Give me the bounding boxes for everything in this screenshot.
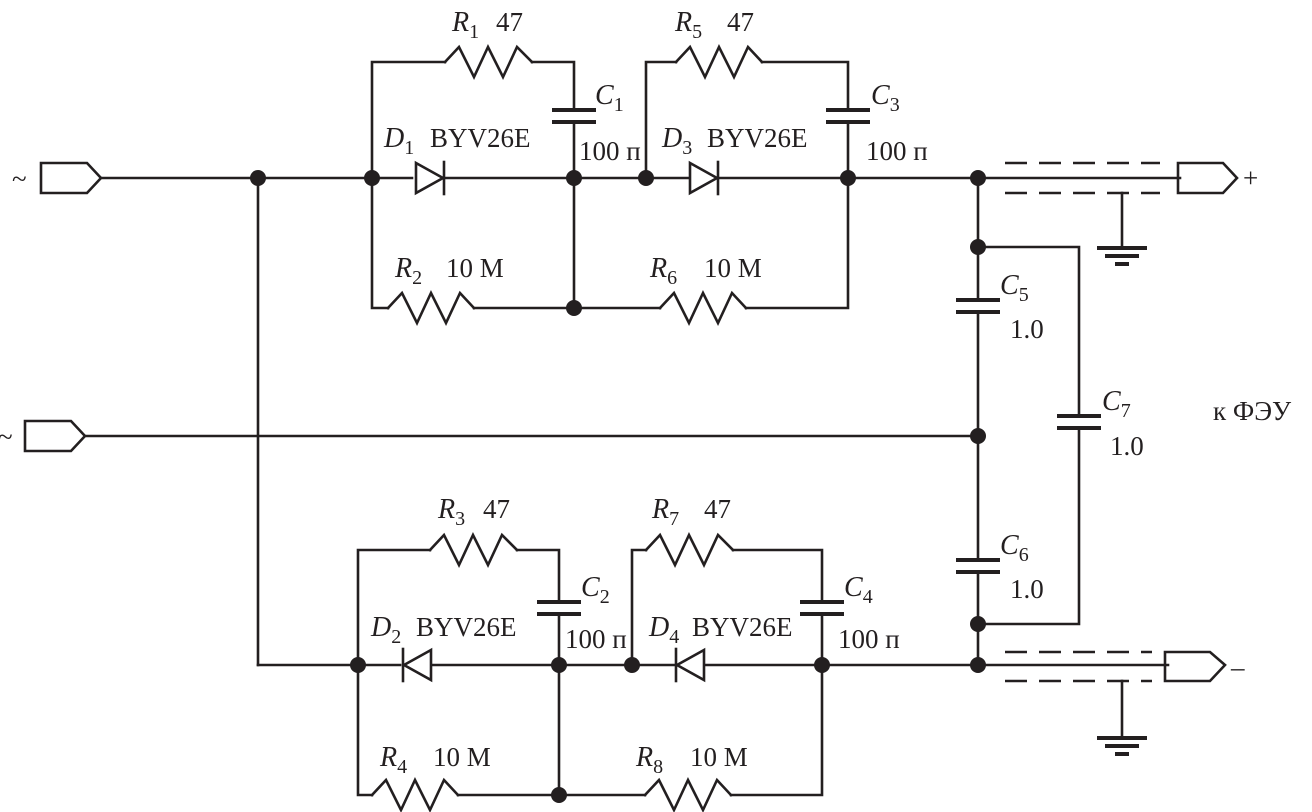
value-D4: BYV26E <box>692 612 793 642</box>
label-C5: C5 <box>1000 270 1029 306</box>
value-R6: 10 М <box>704 253 762 283</box>
label-C1: C1 <box>595 80 624 116</box>
input-connector-2: ~ <box>0 419 87 453</box>
output-cable-positive: + <box>1005 161 1258 266</box>
value-C4: 100 п <box>838 624 900 654</box>
label-D3: D3 <box>661 123 692 159</box>
label-C6: C6 <box>1000 530 1029 566</box>
junction-dots <box>250 170 986 803</box>
value-C3: 100 п <box>866 136 928 166</box>
value-R8: 10 М <box>690 742 748 772</box>
wires <box>83 60 1182 798</box>
ac-symbol-1: ~ <box>12 164 27 194</box>
resistor-R3-icon <box>428 532 519 568</box>
value-C5: 1.0 <box>1010 314 1044 344</box>
resistor-R4-icon <box>370 777 460 812</box>
label-D2: D2 <box>370 612 401 648</box>
resistor-R6-icon <box>658 290 748 326</box>
label-D4: D4 <box>648 612 679 648</box>
ground-icon <box>1097 191 1147 266</box>
connector-icon <box>1176 161 1239 195</box>
label-C7: C7 <box>1102 386 1131 422</box>
output-cable-negative: – <box>1005 650 1245 756</box>
label-R7: R7 <box>651 494 679 530</box>
capacitor-C6-icon <box>956 558 1000 574</box>
label-R3: R3 <box>437 494 465 530</box>
label-C4: C4 <box>844 572 873 608</box>
value-C7: 1.0 <box>1110 431 1144 461</box>
label-C3: C3 <box>871 80 900 116</box>
label-R8: R8 <box>635 742 663 778</box>
resistor-R2-icon <box>386 290 476 326</box>
input-connector-1: ~ <box>12 161 103 195</box>
capacitor-C2-icon <box>537 600 581 616</box>
label-R4: R4 <box>379 742 407 778</box>
label-D1: D1 <box>383 123 414 159</box>
label-R2: R2 <box>394 253 422 289</box>
value-R1: 47 <box>496 7 523 37</box>
capacitor-C7-icon <box>1057 414 1101 430</box>
value-C2: 100 п <box>565 624 627 654</box>
capacitor-C1-icon <box>552 108 596 124</box>
value-R2: 10 М <box>446 253 504 283</box>
diode-D3-icon <box>688 160 720 196</box>
value-D2: BYV26E <box>416 612 517 642</box>
connector-icon <box>39 161 103 195</box>
value-R7: 47 <box>704 494 731 524</box>
diode-D2-icon <box>401 647 433 683</box>
value-R3: 47 <box>483 494 510 524</box>
value-C6: 1.0 <box>1010 574 1044 604</box>
label-R5: R5 <box>674 7 702 43</box>
ac-symbol-2: ~ <box>0 422 13 452</box>
label-R6: R6 <box>649 253 677 289</box>
resistor-R7-icon <box>644 532 735 568</box>
capacitor-C5-icon <box>956 298 1000 314</box>
connector-icon <box>23 419 87 453</box>
value-R5: 47 <box>727 7 754 37</box>
value-D3: BYV26E <box>707 123 808 153</box>
resistor-R8-icon <box>643 777 733 812</box>
resistor-R1-icon <box>443 44 534 80</box>
diode-D4-icon <box>674 647 706 683</box>
capacitor-C3-icon <box>826 108 870 124</box>
connector-icon <box>1163 650 1227 683</box>
value-D1: BYV26E <box>430 123 531 153</box>
ground-icon <box>1097 679 1147 756</box>
value-C1: 100 п <box>579 136 641 166</box>
value-R4: 10 М <box>433 742 491 772</box>
capacitor-C4-icon <box>800 600 844 616</box>
label-R1: R1 <box>451 7 479 43</box>
label-C2: C2 <box>581 572 610 608</box>
output-sign-positive: + <box>1243 163 1258 193</box>
output-destination-label: к ФЭУ <box>1213 396 1292 426</box>
diode-D1-icon <box>414 160 446 196</box>
output-sign-negative: – <box>1230 652 1245 682</box>
resistor-R5-icon <box>674 44 764 80</box>
